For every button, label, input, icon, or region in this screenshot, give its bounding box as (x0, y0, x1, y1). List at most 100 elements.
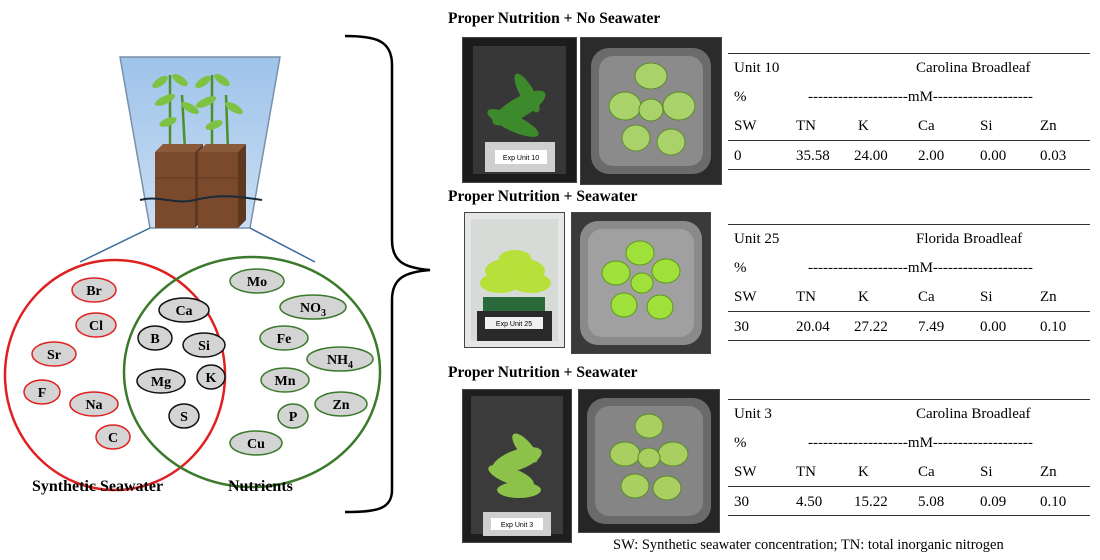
table-unit10: Unit 10 Carolina Broadleaf % -----------… (728, 53, 1090, 170)
element-oval-cu (229, 430, 283, 456)
row-title-2: Proper Nutrition + Seawater (448, 188, 638, 205)
unit-label: Unit 3 (734, 406, 772, 422)
photo-unit10-side: Exp Unit 10 (462, 37, 577, 183)
photo-unit25-side: Exp Unit 25 (464, 212, 565, 348)
nutrients-circle (122, 255, 382, 489)
element-label-cl: Cl (89, 319, 103, 334)
header-k: K (858, 289, 869, 305)
element-label-s: S (180, 410, 188, 425)
percent-unit: % (734, 89, 747, 105)
element-oval-fe (259, 325, 309, 351)
element-oval-sr (31, 341, 77, 367)
nutrients-label: Nutrients (228, 478, 293, 495)
header-tn: TN (796, 118, 816, 134)
element-label-zn: Zn (332, 398, 349, 413)
element-label-si: Si (198, 339, 210, 354)
element-oval-s (168, 403, 200, 429)
row-title-3: Proper Nutrition + Seawater (448, 364, 638, 381)
value-k: 15.22 (854, 494, 888, 510)
element-label-cu: Cu (247, 437, 265, 452)
unit-tag-10: Exp Unit 10 (503, 155, 539, 162)
header-si: Si (980, 464, 993, 480)
table-rule (728, 399, 1090, 400)
percent-unit: % (734, 435, 747, 451)
value-ca: 7.49 (918, 319, 945, 335)
value-zn: 0.10 (1040, 319, 1067, 335)
table-rule (728, 340, 1090, 341)
element-label-nh: NH4 (327, 353, 353, 371)
footnote: SW: Synthetic seawater concentration; TN… (613, 537, 1004, 553)
element-label-na: Na (85, 398, 102, 413)
photo-unit3-side: Exp Unit 3 (462, 389, 572, 543)
unit-label: Unit 10 (734, 60, 780, 76)
element-oval-b (137, 325, 173, 351)
element-label-c: C (108, 431, 118, 446)
cup-illustration (119, 56, 281, 229)
bracket (344, 34, 431, 514)
header-k: K (858, 118, 869, 134)
element-label-fe: Fe (277, 332, 292, 347)
table-unit25: Unit 25 Florida Broadleaf % ------------… (728, 224, 1090, 341)
synthetic-seawater-label: Synthetic Seawater (32, 478, 164, 495)
element-oval-cl (75, 312, 117, 338)
subscript-no: 3 (321, 308, 326, 319)
element-label-mn: Mn (275, 374, 296, 389)
header-sw: SW (734, 289, 757, 305)
percent-unit: % (734, 260, 747, 276)
header-ca: Ca (918, 118, 935, 134)
unit-tag-25: Exp Unit 25 (496, 321, 532, 328)
connector-line-left (79, 227, 151, 263)
element-oval-c (95, 424, 131, 450)
header-sw: SW (734, 464, 757, 480)
element-label-b: B (150, 332, 159, 347)
value-sw: 0 (734, 148, 742, 164)
variety-label: Carolina Broadleaf (916, 60, 1031, 76)
element-label-br: Br (86, 284, 102, 299)
element-oval-ca (158, 297, 210, 323)
value-zn: 0.03 (1040, 148, 1067, 164)
element-label-ca: Ca (175, 304, 192, 319)
element-oval-f (23, 379, 61, 405)
header-si: Si (980, 118, 993, 134)
value-sw: 30 (734, 494, 749, 510)
table-rule (728, 515, 1090, 516)
header-tn: TN (796, 464, 816, 480)
header-sw: SW (734, 118, 757, 134)
variety-label: Florida Broadleaf (916, 231, 1023, 247)
header-zn: Zn (1040, 118, 1057, 134)
table-unit3: Unit 3 Carolina Broadleaf % ------------… (728, 399, 1090, 516)
header-tn: TN (796, 289, 816, 305)
value-k: 24.00 (854, 148, 888, 164)
element-oval-mo (229, 268, 285, 294)
mm-unit: --------------------mM------------------… (808, 435, 1033, 451)
unit-label: Unit 25 (734, 231, 780, 247)
mm-unit: --------------------mM------------------… (808, 89, 1033, 105)
value-k: 27.22 (854, 319, 888, 335)
element-oval-zn (314, 391, 368, 417)
value-tn: 20.04 (796, 319, 830, 335)
header-zn: Zn (1040, 464, 1057, 480)
element-oval-mg (136, 368, 186, 394)
value-ca: 2.00 (918, 148, 945, 164)
value-tn: 4.50 (796, 494, 823, 510)
value-zn: 0.10 (1040, 494, 1067, 510)
header-si: Si (980, 289, 993, 305)
element-label-sr: Sr (47, 348, 61, 363)
element-oval-na (69, 391, 119, 417)
element-oval-p (277, 403, 309, 429)
row-title-1: Proper Nutrition + No Seawater (448, 10, 661, 27)
table-rule (728, 53, 1090, 54)
connector-line-right (249, 227, 316, 263)
rockwool-cubes (155, 144, 246, 228)
element-oval-br (71, 277, 117, 303)
table-rule (728, 169, 1090, 170)
header-ca: Ca (918, 289, 935, 305)
photo-unit3-top (578, 389, 720, 533)
header-k: K (858, 464, 869, 480)
element-label-no: NO3 (300, 301, 326, 319)
header-ca: Ca (918, 464, 935, 480)
photo-unit25-top (571, 212, 711, 354)
variety-label: Carolina Broadleaf (916, 406, 1031, 422)
element-label-f: F (38, 386, 47, 401)
